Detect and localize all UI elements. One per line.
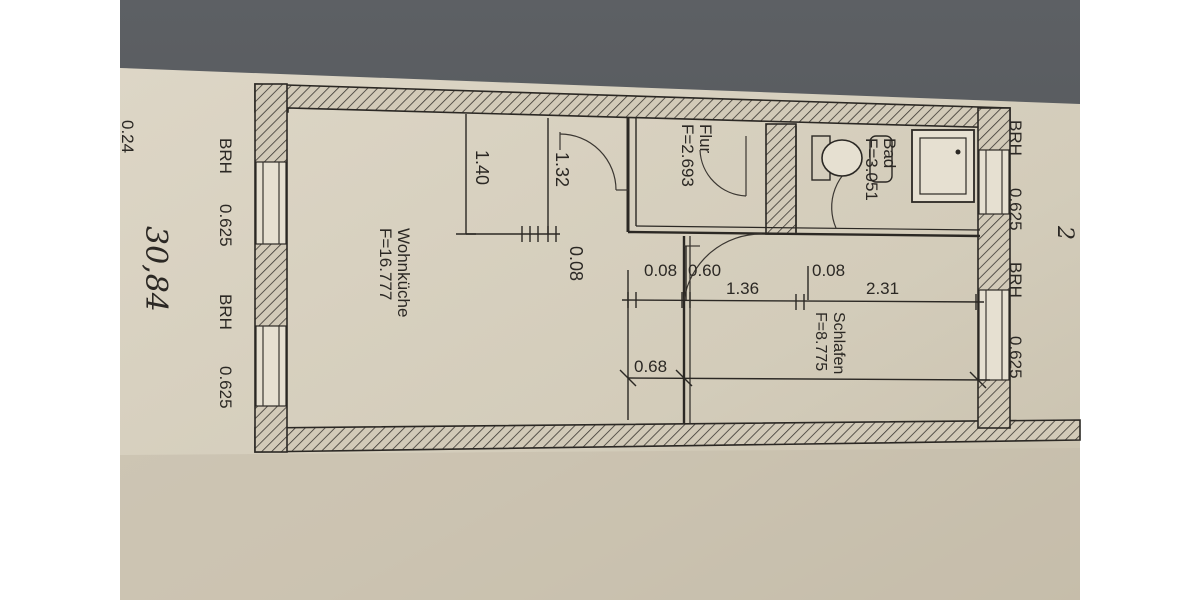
svg-text:0.625: 0.625 — [1006, 188, 1025, 231]
margin-label-right-brh-2: BRH — [1006, 262, 1025, 298]
room-label-bad: Bad F=3.051 — [862, 138, 899, 201]
handwritten-total-area: 30,84 — [138, 226, 173, 312]
dim-label-0-08-vertical: 0.08 — [566, 246, 586, 281]
margin-label-left-brh-1: BRH — [216, 138, 235, 174]
margin-label-right-val-1: 0.625 — [1006, 188, 1025, 231]
svg-text:0.24: 0.24 — [118, 120, 137, 153]
margin-label-left-val-2: 0.625 — [216, 366, 235, 409]
margin-label-left-val-1: 0.625 — [216, 204, 235, 247]
margin-label-right-brh-1: BRH — [1006, 120, 1025, 156]
room-label-wohnkueche: Wohnküche F=16.777 — [376, 228, 413, 317]
room-area: F=16.777 — [376, 228, 395, 300]
room-name: Wohnküche — [394, 228, 413, 317]
room-name: Bad — [880, 138, 899, 168]
dim-label-0-60: 0.60 — [688, 261, 721, 280]
room-name: Schlafen — [830, 312, 847, 374]
room-area: F=2.693 — [678, 124, 697, 187]
margin-label-left-brh-2: BRH — [216, 294, 235, 330]
svg-text:30,84: 30,84 — [138, 226, 173, 312]
dim-label-1-32: 1.32 — [552, 152, 572, 187]
dim-label-2-31: 2.31 — [866, 279, 899, 298]
washbasin-icon — [869, 135, 893, 183]
shower-tray-icon — [911, 129, 975, 203]
svg-text:0.08: 0.08 — [566, 246, 586, 281]
margin-label-left-top: 0.24 — [118, 120, 137, 153]
windows-right — [978, 149, 1010, 381]
room-name: Flur — [696, 124, 715, 154]
svg-text:BRH: BRH — [216, 294, 235, 330]
wall-flur-bad — [765, 123, 797, 235]
dim-label-0-68: 0.68 — [634, 357, 667, 376]
svg-text:BRH: BRH — [1006, 120, 1025, 156]
dimension-lines — [456, 114, 991, 420]
toilet-icon — [811, 135, 863, 181]
room-label-schlafen: Schlafen F=8.775 — [812, 312, 847, 374]
dim-label-0-08-a: 0.08 — [644, 261, 677, 280]
windows-left — [255, 161, 287, 407]
svg-text:0.625: 0.625 — [1006, 336, 1025, 379]
dim-label-1-36: 1.36 — [726, 279, 759, 298]
svg-text:2: 2 — [1052, 225, 1077, 240]
svg-text:1.32: 1.32 — [552, 152, 572, 187]
svg-text:BRH: BRH — [1006, 262, 1025, 298]
room-area: F=8.775 — [812, 312, 829, 371]
handwritten-page-mark: 2 — [1052, 225, 1077, 240]
margin-label-right-val-2: 0.625 — [1006, 336, 1025, 379]
svg-text:BRH: BRH — [216, 138, 235, 174]
svg-text:1.40: 1.40 — [472, 150, 492, 185]
paper-lower-shadow — [120, 448, 1080, 600]
bathroom-fixtures — [811, 129, 975, 203]
room-area: F=3.051 — [862, 138, 881, 201]
svg-text:0.625: 0.625 — [216, 204, 235, 247]
room-label-flur: Flur F=2.693 — [678, 124, 715, 187]
svg-text:0.625: 0.625 — [216, 366, 235, 409]
dim-label-0-08-b: 0.08 — [812, 261, 845, 280]
partitions — [626, 118, 981, 424]
doors — [559, 132, 863, 301]
dim-label-1-40: 1.40 — [472, 150, 492, 185]
